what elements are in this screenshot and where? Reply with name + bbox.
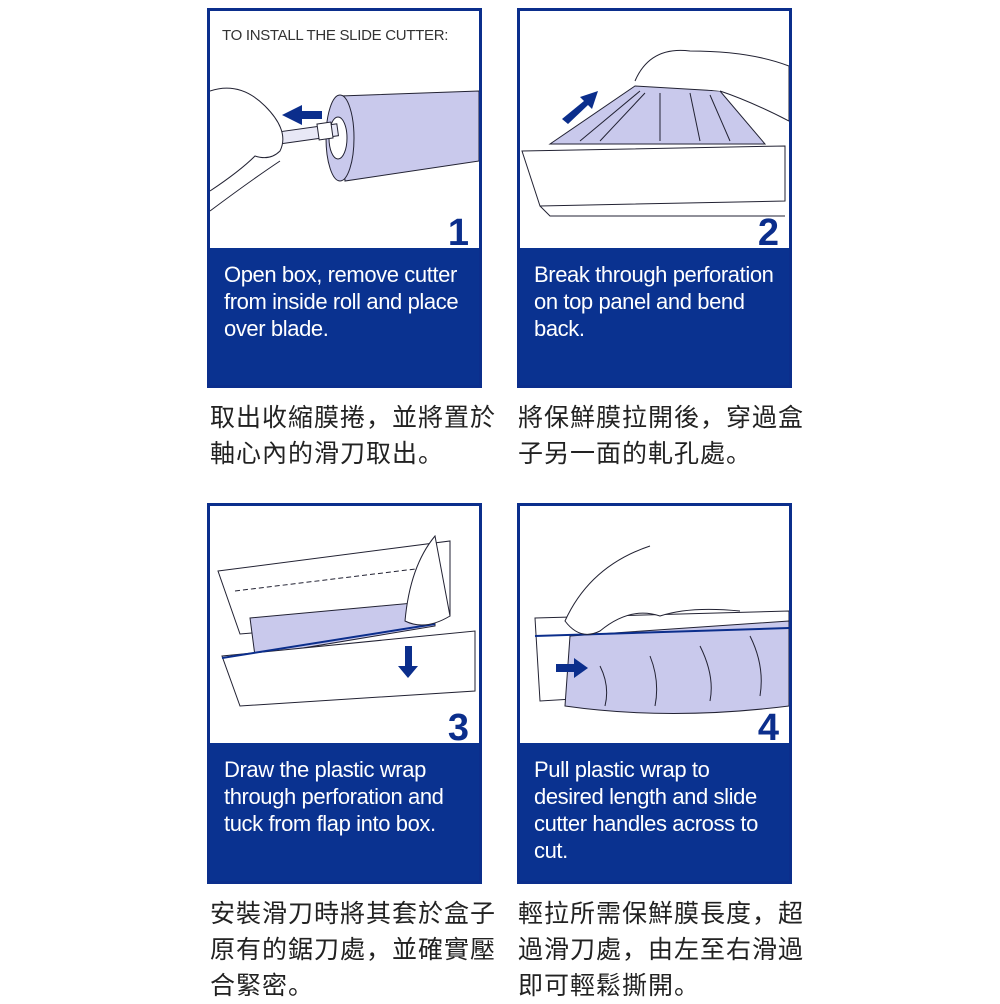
- step-4-caption-zh: 輕拉所需保鮮膜長度，超過滑刀處，由左至右滑過即可輕鬆撕開。: [518, 899, 805, 1000]
- instructions-heading: TO INSTALL THE SLIDE CUTTER:: [222, 27, 449, 44]
- box-and-wrap-icon: [521, 49, 789, 217]
- step-3-panel: 3 Draw the plastic wrap through perforat…: [207, 503, 482, 884]
- step-1-panel: TO INSTALL THE SLIDE CUTTER: 1 Open box,…: [207, 8, 482, 388]
- step-caption-en: Break through perforation on top panel a…: [520, 248, 789, 385]
- step-number: 4: [757, 707, 779, 743]
- step-3-caption-zh: 安裝滑刀時將其套於盒子原有的鋸刀處，並確實壓合緊密。: [210, 899, 497, 1000]
- step-2-caption-zh: 將保鮮膜拉開後，穿過盒子另一面的軋孔處。: [518, 403, 805, 468]
- roll-and-cutter-icon: [210, 87, 479, 212]
- box-flap-icon: [217, 534, 476, 707]
- step-number: 1: [447, 212, 469, 248]
- step-number: 2: [757, 212, 779, 248]
- step-2-panel: 2 Break through perforation on top panel…: [517, 8, 792, 388]
- step-caption-en: Pull plastic wrap to desired length and …: [520, 743, 789, 881]
- step-4-illustration: 4: [520, 506, 789, 743]
- slide-cutter-icon: [534, 545, 789, 714]
- step-1-caption-zh: 取出收縮膜捲，並將置於軸心內的滑刀取出。: [210, 403, 497, 468]
- step-4-panel: 4 Pull plastic wrap to desired length an…: [517, 503, 792, 884]
- step-3-illustration: 3: [210, 506, 479, 743]
- step-1-illustration: TO INSTALL THE SLIDE CUTTER: 1: [210, 11, 479, 248]
- step-number: 3: [447, 707, 469, 743]
- step-2-illustration: 2: [520, 11, 789, 248]
- step-caption-en: Open box, remove cutter from inside roll…: [210, 248, 479, 385]
- step-caption-en: Draw the plastic wrap through perforatio…: [210, 743, 479, 881]
